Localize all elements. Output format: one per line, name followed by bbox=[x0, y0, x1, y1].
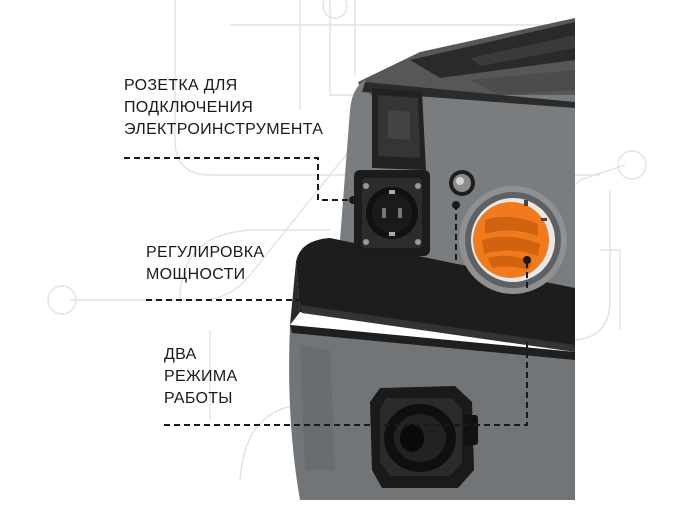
power-socket-icon bbox=[354, 88, 430, 256]
socket-callout-line-3: ЭЛЕКТРОИНСТРУМЕНТА bbox=[124, 121, 324, 138]
modes-leader-dot bbox=[523, 256, 531, 264]
hose-inlet-icon bbox=[370, 386, 478, 488]
modes-callout: ДВА РЕЖИМА РАБОТЫ bbox=[164, 344, 237, 410]
modes-callout-line-3: РАБОТЫ bbox=[164, 390, 233, 407]
power-leader-line bbox=[146, 205, 457, 301]
socket-callout-line-1: РОЗЕТКА ДЛЯ bbox=[124, 77, 238, 94]
power-leader-dot bbox=[452, 201, 460, 209]
modes-callout-line-1: ДВА bbox=[164, 346, 197, 363]
socket-leader-dot bbox=[349, 196, 357, 204]
power-callout-line-2: МОЩНОСТИ bbox=[146, 266, 246, 283]
power-callout-line-1: РЕГУЛИРОВКА bbox=[146, 244, 265, 261]
mode-switch-knob-icon bbox=[459, 186, 567, 294]
modes-callout-line-2: РЕЖИМА bbox=[164, 368, 238, 385]
socket-leader-line bbox=[124, 157, 352, 201]
power-regulator-icon bbox=[449, 170, 475, 196]
power-callout: РЕГУЛИРОВКА МОЩНОСТИ bbox=[146, 242, 264, 286]
modes-leader-line bbox=[164, 262, 528, 426]
socket-callout-line-2: ПОДКЛЮЧЕНИЯ bbox=[124, 99, 254, 116]
socket-callout: РОЗЕТКА ДЛЯ ПОДКЛЮЧЕНИЯ ЭЛЕКТРОИНСТРУМЕН… bbox=[124, 75, 323, 141]
leader-lines bbox=[124, 157, 528, 426]
